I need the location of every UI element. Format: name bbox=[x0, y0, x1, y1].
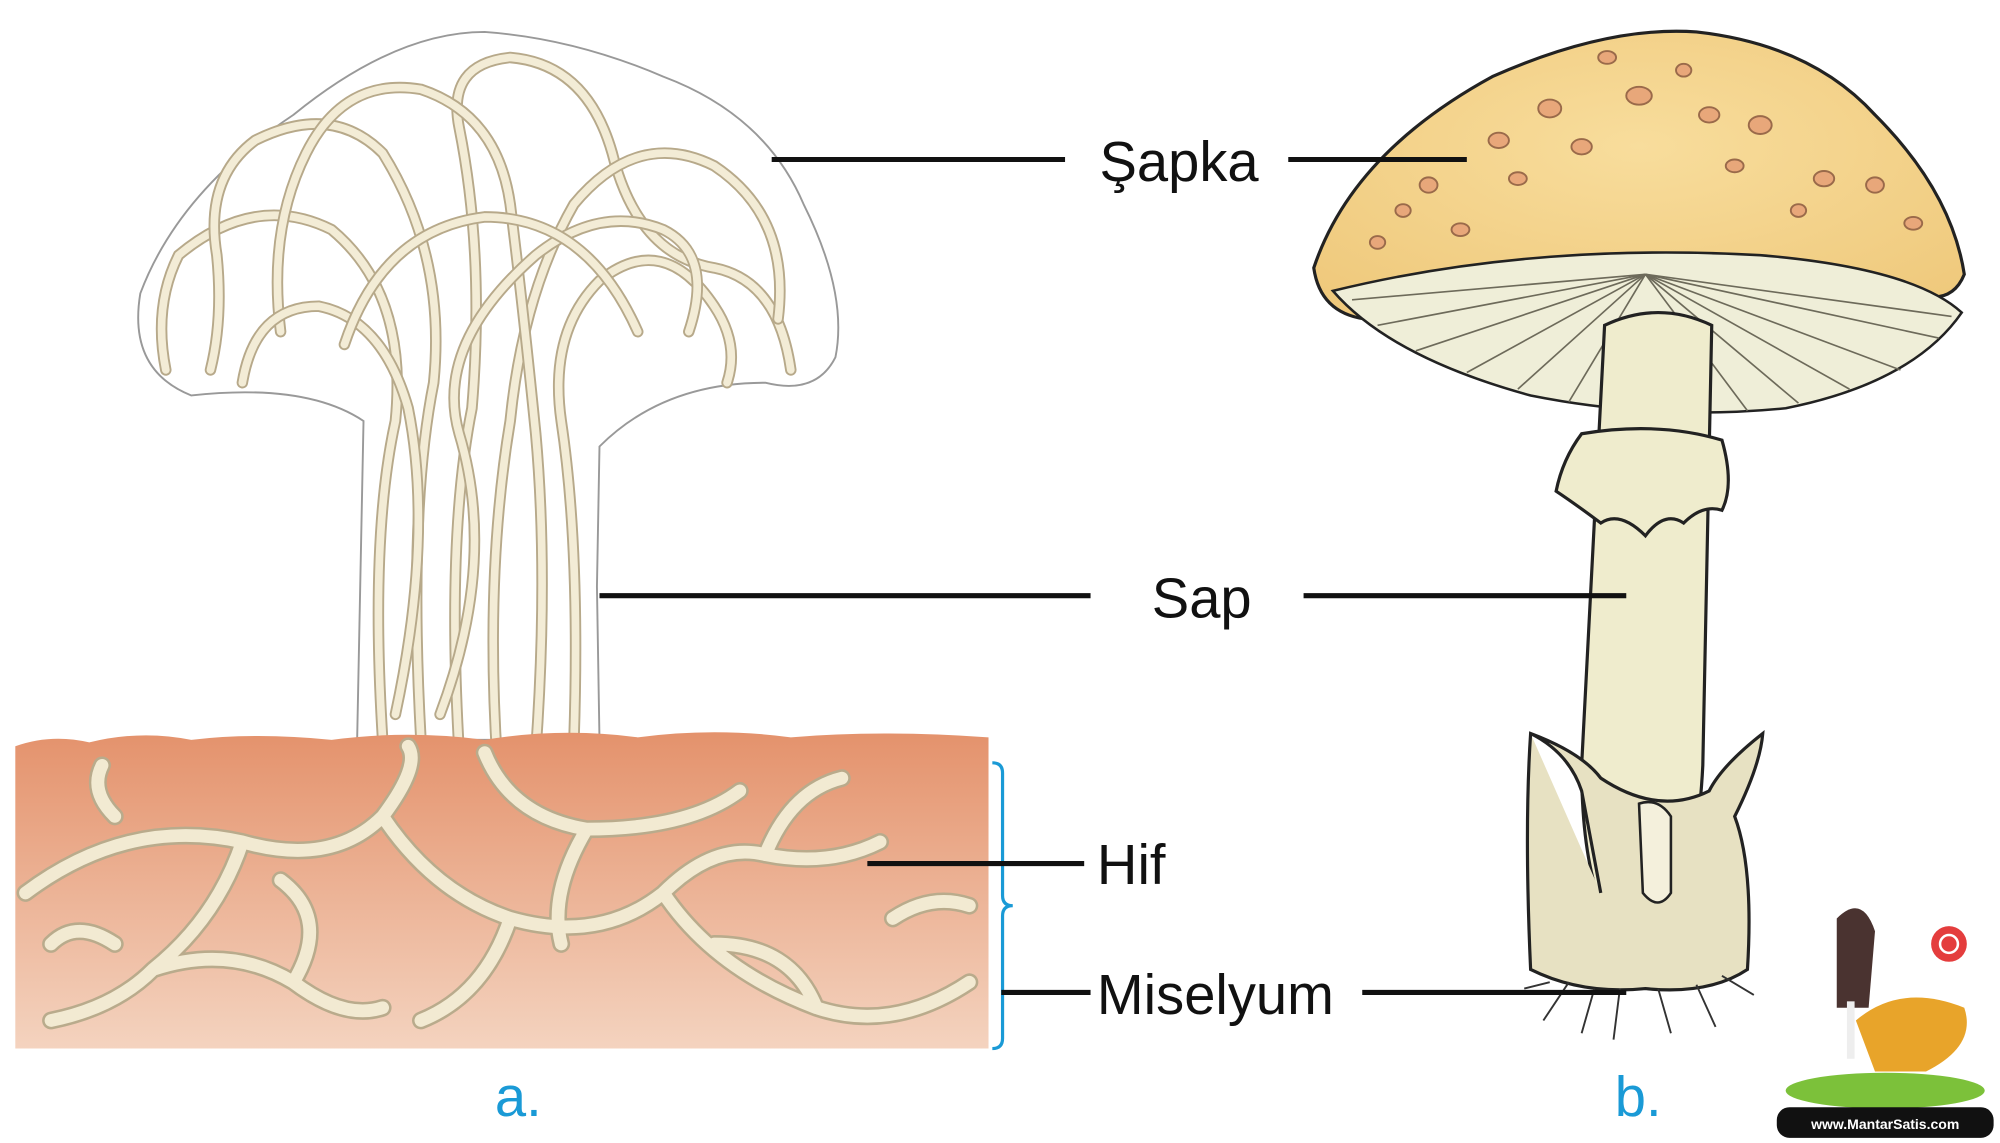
label-cap: Şapka bbox=[1099, 130, 1259, 193]
hyphae-network bbox=[16, 737, 979, 1030]
gill-lines bbox=[1351, 273, 1952, 412]
label-hypha: Hif bbox=[1097, 833, 1166, 896]
mushroom-ring bbox=[1554, 427, 1730, 539]
label-mycelium: Miselyum bbox=[1097, 963, 1334, 1026]
label-stem: Sap bbox=[1152, 566, 1252, 629]
figure-b-amanita-mushroom bbox=[1312, 29, 1966, 1040]
caption-a: a. bbox=[495, 1065, 542, 1128]
fruiting-body-outline bbox=[137, 31, 840, 741]
mycelium-roots bbox=[1524, 975, 1755, 1040]
mantarsatis-logo: www.MantarSatis.com bbox=[1776, 908, 1994, 1138]
hyphae-strands bbox=[155, 51, 797, 772]
figure-a-hyphal-mushroom bbox=[15, 31, 1013, 1051]
leader-lines bbox=[599, 156, 1627, 995]
hif-miselyum-bracket bbox=[992, 761, 1013, 1051]
logo-text: www.MantarSatis.com bbox=[1810, 1116, 1959, 1132]
stem-base bbox=[1637, 800, 1673, 904]
cap-spots bbox=[1368, 50, 1924, 250]
caption-b: b. bbox=[1615, 1065, 1662, 1128]
